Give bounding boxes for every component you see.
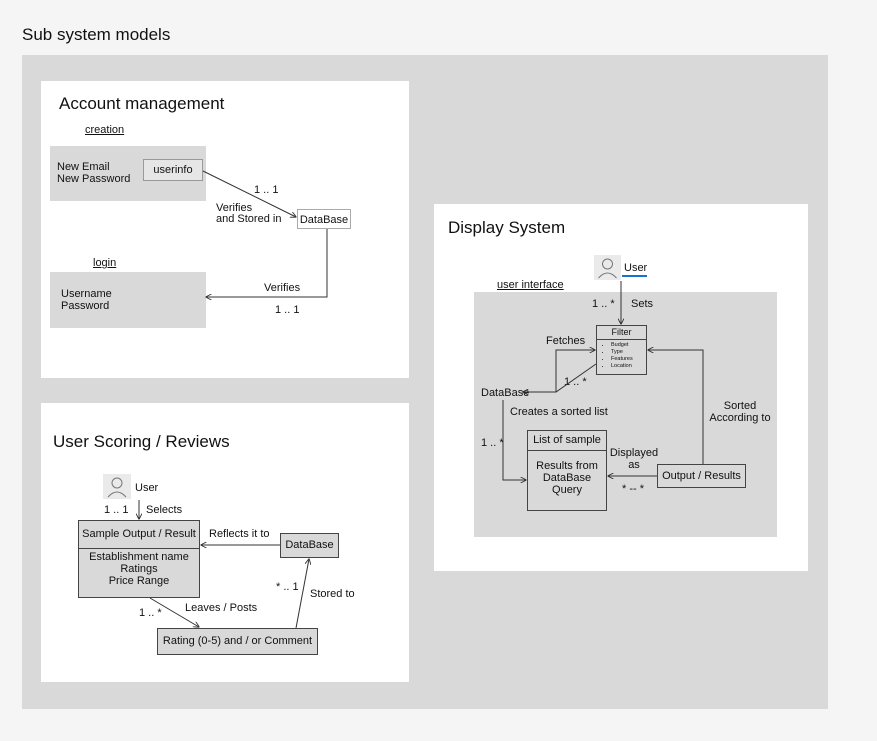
reflects-label: Reflects it to — [209, 528, 270, 540]
user-icon — [107, 477, 127, 498]
user-interface-label: user interface — [497, 279, 564, 291]
creation-label: creation — [85, 124, 125, 136]
results-from-text: Results from — [536, 460, 598, 472]
filter-item-type: Type — [611, 349, 646, 356]
new-password-text: New Password — [57, 173, 131, 185]
filter-item-budget: Budget — [611, 342, 646, 349]
reviews-user-label: User — [135, 482, 159, 494]
displayed-line1: Displayed — [609, 447, 659, 459]
account-mult-bottom: 1 .. 1 — [275, 304, 300, 316]
fetches-label: Fetches — [546, 335, 586, 347]
account-verifies-label: Verifies — [264, 282, 301, 294]
sorted-line2: According to — [709, 412, 771, 424]
account-mult-top: 1 .. 1 — [254, 184, 279, 196]
reviews-database-text: DataBase — [285, 539, 334, 551]
page-title: Sub system models — [22, 25, 171, 44]
reviews-database-box: DataBase — [280, 533, 339, 558]
user-icon — [598, 258, 617, 279]
filter-box: Filter Budget Type Features Location — [596, 325, 647, 375]
userinfo-text: userinfo — [153, 164, 193, 176]
sample-output-header: Sample Output / Result — [79, 521, 199, 549]
sets-label: Sets — [631, 298, 654, 310]
sorted-line1: Sorted — [723, 400, 757, 412]
reviews-mult-leaves: 1 .. * — [139, 607, 162, 619]
display-user-icon — [594, 255, 621, 280]
filter-header-text: Filter — [611, 327, 632, 337]
account-database-box: DataBase — [297, 209, 351, 229]
password-text: Password — [61, 300, 110, 312]
display-mult-output: * -- * — [622, 483, 644, 495]
display-database-text: DataBase — [481, 387, 530, 399]
verifies-stored-line2: and Stored in — [216, 213, 282, 225]
database-line-text: DataBase — [542, 472, 592, 484]
list-of-sample-body: Results from DataBase Query — [528, 451, 606, 496]
output-results-box: Output / Results — [657, 464, 746, 488]
stored-to-label: Stored to — [310, 588, 355, 600]
display-mult-sets: 1 .. * — [592, 298, 615, 310]
reviews-mult-db: * .. 1 — [276, 581, 299, 593]
leaves-posts-label: Leaves / Posts — [185, 602, 258, 614]
filter-list: Budget Type Features Location — [597, 342, 646, 370]
userinfo-box: userinfo — [143, 159, 203, 181]
account-database-text: DataBase — [299, 214, 349, 226]
output-results-text: Output / Results — [662, 470, 741, 482]
display-user-label: User — [624, 262, 648, 274]
filter-item-features: Features — [611, 356, 646, 363]
creates-sorted-label: Creates a sorted list — [510, 406, 608, 418]
sample-output-box: Sample Output / Result Establishment nam… — [78, 520, 200, 598]
username-text: Username — [61, 288, 112, 300]
display-mult-fetch: 1 .. * — [564, 376, 587, 388]
rating-comment-text: Rating (0-5) and / or Comment — [162, 635, 313, 647]
new-email-text: New Email — [57, 161, 110, 173]
ratings-text: Ratings — [120, 563, 158, 575]
rating-comment-box: Rating (0-5) and / or Comment — [157, 628, 318, 655]
list-of-sample-box: List of sample Results from DataBase Que… — [527, 430, 607, 511]
reviews-mult-user: 1 .. 1 — [104, 504, 129, 516]
selects-label: Selects — [146, 504, 183, 516]
filter-item-location: Location — [611, 363, 646, 370]
establishment-name-text: Establishment name — [89, 551, 189, 563]
sample-output-body: Establishment name Ratings Price Range — [79, 549, 199, 587]
list-of-sample-header: List of sample — [528, 431, 606, 451]
sample-output-header-text: Sample Output / Result — [82, 528, 196, 540]
display-mult-left: 1 .. * — [481, 437, 504, 449]
reviews-user-icon — [103, 474, 131, 499]
displayed-line2: as — [628, 459, 640, 471]
login-box — [50, 272, 206, 328]
login-label: login — [93, 257, 117, 269]
list-of-sample-header-text: List of sample — [533, 434, 601, 446]
display-system-title: Display System — [448, 218, 566, 237]
account-management-title: Account management — [59, 94, 225, 113]
user-selection-underline — [622, 275, 647, 277]
user-reviews-title: User Scoring / Reviews — [53, 432, 230, 451]
price-range-text: Price Range — [108, 575, 170, 587]
query-text: Query — [552, 484, 582, 496]
filter-header: Filter — [597, 326, 646, 340]
